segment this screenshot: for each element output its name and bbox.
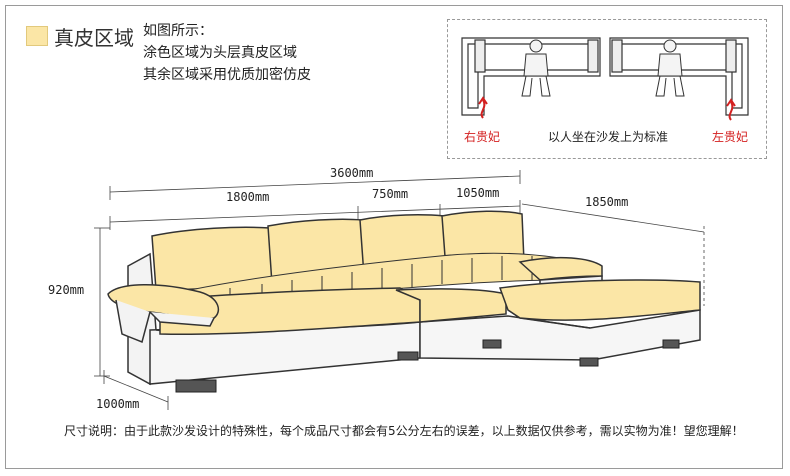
segment-1-label: 1800mm [226, 190, 270, 204]
orientation-caption: 以人坐在沙发上为标准 [548, 130, 669, 144]
total-width-label: 3600mm [330, 166, 374, 180]
legend-note-leather: 涂色区域为头层真皮区域 [143, 45, 297, 61]
person-icon-left [655, 39, 685, 97]
seat-cushions [159, 279, 701, 336]
sofa-feet [175, 339, 680, 393]
person-icon-right [521, 39, 551, 97]
chaise-length-label: 1850mm [585, 195, 629, 209]
red-arrow-icon-right [478, 96, 488, 119]
dimension-lines [94, 170, 705, 410]
left-armrest [107, 284, 220, 344]
leather-color-swatch [26, 26, 48, 46]
height-label: 920mm [48, 283, 85, 297]
right-chaise-icon [461, 37, 601, 116]
legend-title: 真皮区域 [54, 26, 134, 50]
segment-line [109, 205, 521, 223]
seat-middle [395, 288, 507, 323]
orientation-reference-box [447, 19, 767, 159]
red-arrow-icon-left [726, 98, 736, 121]
depth-line [103, 375, 169, 403]
segment-3-label: 1050mm [456, 186, 500, 200]
size-disclaimer: 尺寸说明：由于此款沙发设计的特殊性，每个成品尺寸都会有5公分左右的误差，以上数据… [64, 424, 744, 438]
left-chaise-label: 左贵妃 [712, 130, 749, 144]
total-width-line [109, 175, 521, 193]
segment-2-label: 750mm [372, 187, 409, 201]
depth-label: 1000mm [96, 397, 140, 411]
legend-note-intro: 如图所示： [143, 23, 213, 39]
legend-note-faux: 其余区域采用优质加密仿皮 [143, 67, 311, 83]
image-frame [5, 5, 783, 469]
right-chaise-label: 右贵妃 [464, 130, 501, 144]
chaise-length-line [521, 203, 705, 233]
seat-chaise [498, 279, 701, 321]
